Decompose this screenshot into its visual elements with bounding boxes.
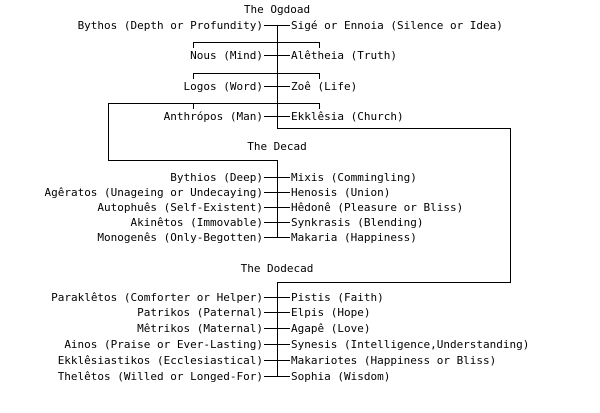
aeon-right: Sophia (Wisdom) <box>291 370 391 383</box>
aeon-right: Makaria (Happiness) <box>291 231 417 244</box>
decad-heading: The Decad <box>247 140 307 153</box>
aeon-right: Pistis (Faith) <box>291 291 384 304</box>
aeon-left: Mêtrikos (Maternal) <box>137 322 263 335</box>
aeon-left: Nous (Mind) <box>190 49 263 62</box>
aeon-left: Autophuês (Self-Existent) <box>97 201 263 214</box>
dodecad-heading: The Dodecad <box>240 262 314 275</box>
aeon-right: Elpis (Hope) <box>291 306 371 319</box>
aeon-right: Sigé or Ennoia (Silence or Idea) <box>291 19 503 32</box>
aeon-left: Monogenês (Only-Begotten) <box>97 231 263 244</box>
aeon-left: Agêratos (Unageing or Undecaying) <box>44 186 263 199</box>
aeon-right: Zoê (Life) <box>291 80 358 93</box>
aeon-left: Anthrópos (Man) <box>163 110 263 123</box>
aeon-right: Synesis (Intelligence,Understanding) <box>291 338 530 351</box>
aeon-left: Bythios (Deep) <box>170 171 263 184</box>
aeon-right: Alêtheia (Truth) <box>291 49 397 62</box>
ogdoad-heading: The Ogdoad <box>243 3 311 16</box>
aeon-left: Ainos (Praise or Ever-Lasting) <box>64 338 263 351</box>
aeon-right: Henosis (Union) <box>291 186 391 199</box>
aeon-right: Hêdonê (Pleasure or Bliss) <box>291 201 464 214</box>
aeon-left: Bythos (Depth or Profundity) <box>77 19 263 32</box>
aeon-right: Mixis (Commingling) <box>291 171 417 184</box>
aeon-left: Thelêtos (Willed or Longed-For) <box>57 370 263 383</box>
aeon-right: Ekklêsia (Church) <box>291 110 404 123</box>
aeon-right: Synkrasis (Blending) <box>291 216 424 229</box>
aeon-left: Logos (Word) <box>183 80 263 93</box>
aeon-left: Ekklêsiastikos (Ecclesiastical) <box>57 354 263 367</box>
aeon-left: Paraklêtos (Comforter or Helper) <box>51 291 263 304</box>
aeon-left: Patrikos (Paternal) <box>137 306 263 319</box>
aeon-right: Agapê (Love) <box>291 322 371 335</box>
aeon-right: Makariotes (Happiness or Bliss) <box>291 354 497 367</box>
aeon-left: Akinêtos (Immovable) <box>130 216 263 229</box>
